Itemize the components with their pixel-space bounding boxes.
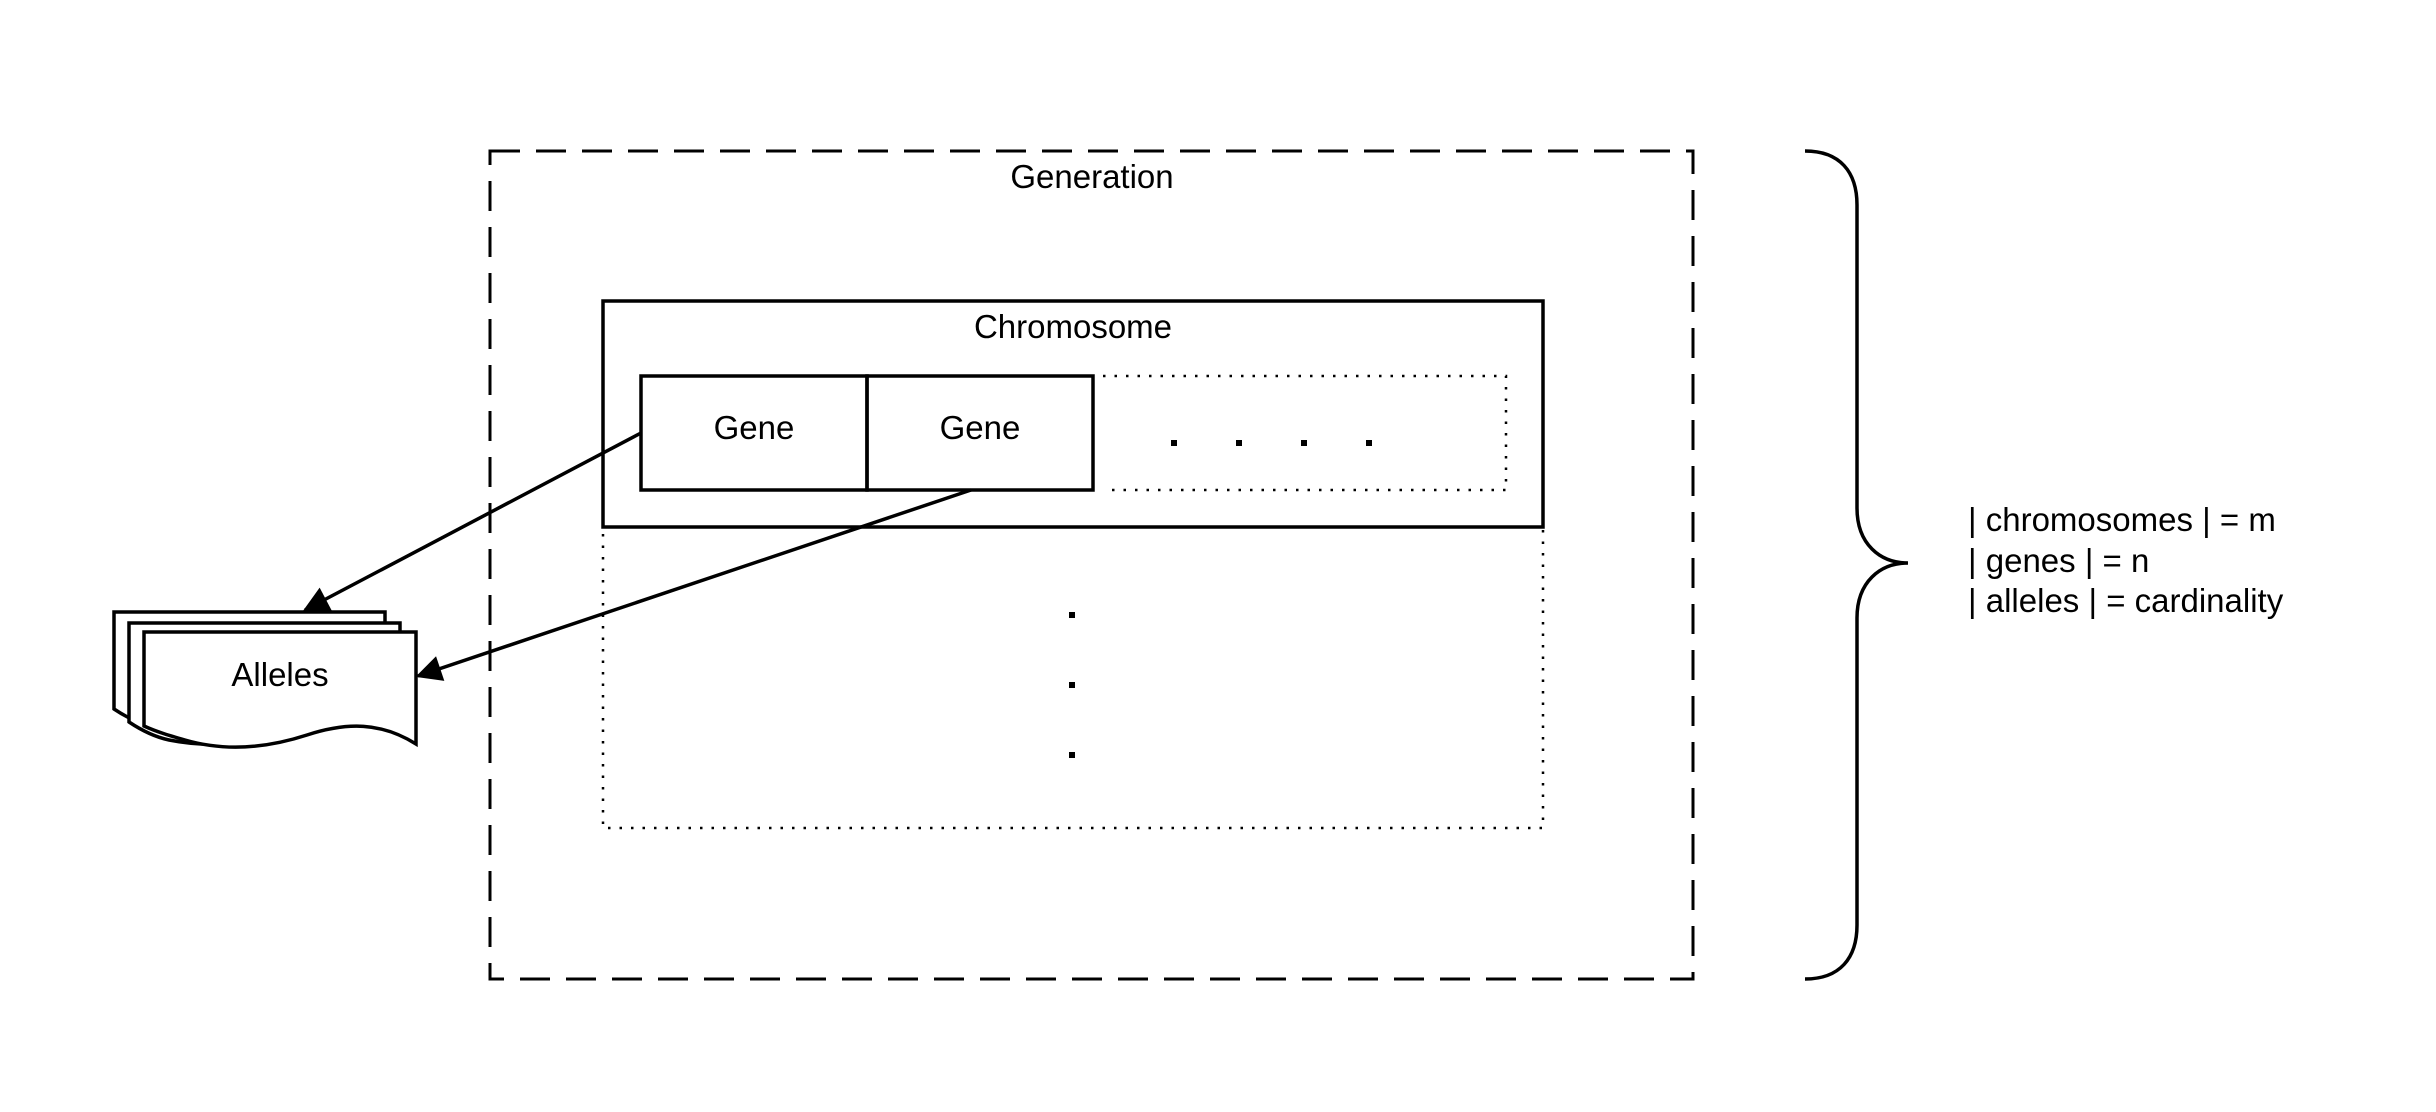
gene-cell-border (865, 374, 1095, 492)
more-chromosomes-placeholder (601, 525, 1545, 830)
more-genes-border (1103, 374, 1508, 492)
vertical-ellipsis-dot (1069, 612, 1075, 618)
alleles-document-stack: Alleles (112, 610, 418, 749)
alleles-label: Alleles (231, 656, 328, 693)
arrow-gene-1-to-alleles (302, 431, 642, 612)
generation-container: Generation (488, 149, 1695, 981)
genes-count-note: | genes | = n (1968, 542, 2149, 579)
chromosome-border (601, 299, 1545, 529)
chromosomes-count-note: | chromosomes | = m (1968, 501, 2276, 538)
horizontal-ellipsis-dot (1301, 440, 1307, 446)
chromosome-label: Chromosome (974, 308, 1172, 345)
gene-label: Gene (940, 409, 1021, 446)
gene-label: Gene (714, 409, 795, 446)
generation-label: Generation (1010, 158, 1173, 195)
horizontal-ellipsis-dot (1236, 440, 1242, 446)
more-genes-placeholder (1103, 374, 1508, 492)
generation-border (488, 149, 1695, 981)
cardinality-notes: | chromosomes | = m | genes | = n | alle… (1968, 501, 2284, 619)
document-page-front (142, 630, 418, 749)
arrow-gene-2-to-alleles (415, 488, 972, 681)
chromosome-box: Chromosome Gene Gene (601, 299, 1545, 529)
horizontal-ellipsis-dot (1366, 440, 1372, 446)
gene-cell: Gene (865, 374, 1095, 492)
alleles-count-note: | alleles | = cardinality (1968, 582, 2284, 619)
vertical-ellipsis-dot (1069, 752, 1075, 758)
vertical-ellipsis-dot (1069, 682, 1075, 688)
more-chromosomes-border (601, 525, 1545, 830)
right-curly-brace (1804, 149, 1909, 981)
gene-cell: Gene (639, 374, 869, 492)
gene-to-alleles-arrows (302, 431, 972, 681)
horizontal-ellipsis-dot (1171, 440, 1177, 446)
